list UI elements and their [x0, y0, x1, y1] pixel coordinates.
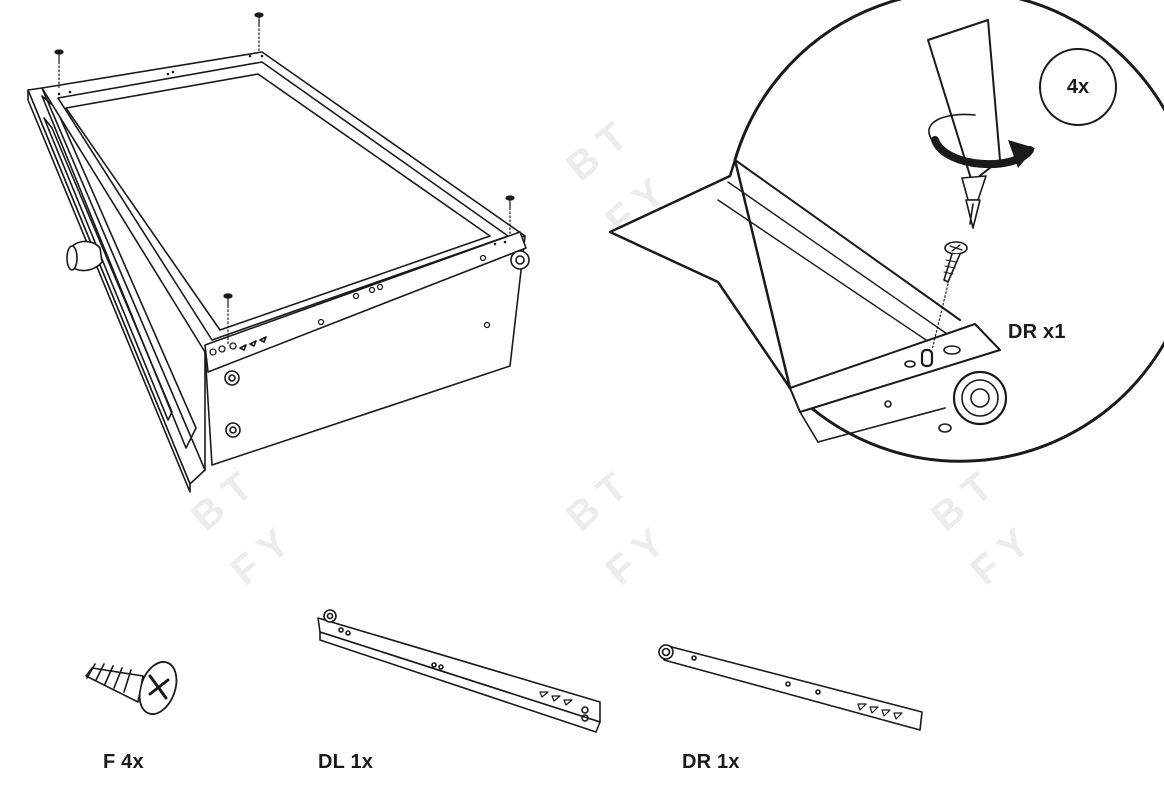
part-label-dl: DL 1x	[318, 751, 374, 773]
quantity-badge: 4x	[1039, 48, 1117, 126]
rotation-arrow-icon	[928, 113, 1035, 169]
part-label-dr: DR 1x	[682, 751, 740, 773]
drawer-icon	[27, 51, 530, 493]
callout-part-label: DR x1	[1008, 321, 1066, 343]
screw-icon	[54, 12, 515, 345]
screw-icon	[931, 241, 968, 351]
part-label-f: F 4x	[103, 751, 144, 773]
drawer-runner-icon	[658, 644, 923, 731]
drawer-runner-icon	[317, 609, 601, 733]
screw-icon	[85, 661, 178, 715]
